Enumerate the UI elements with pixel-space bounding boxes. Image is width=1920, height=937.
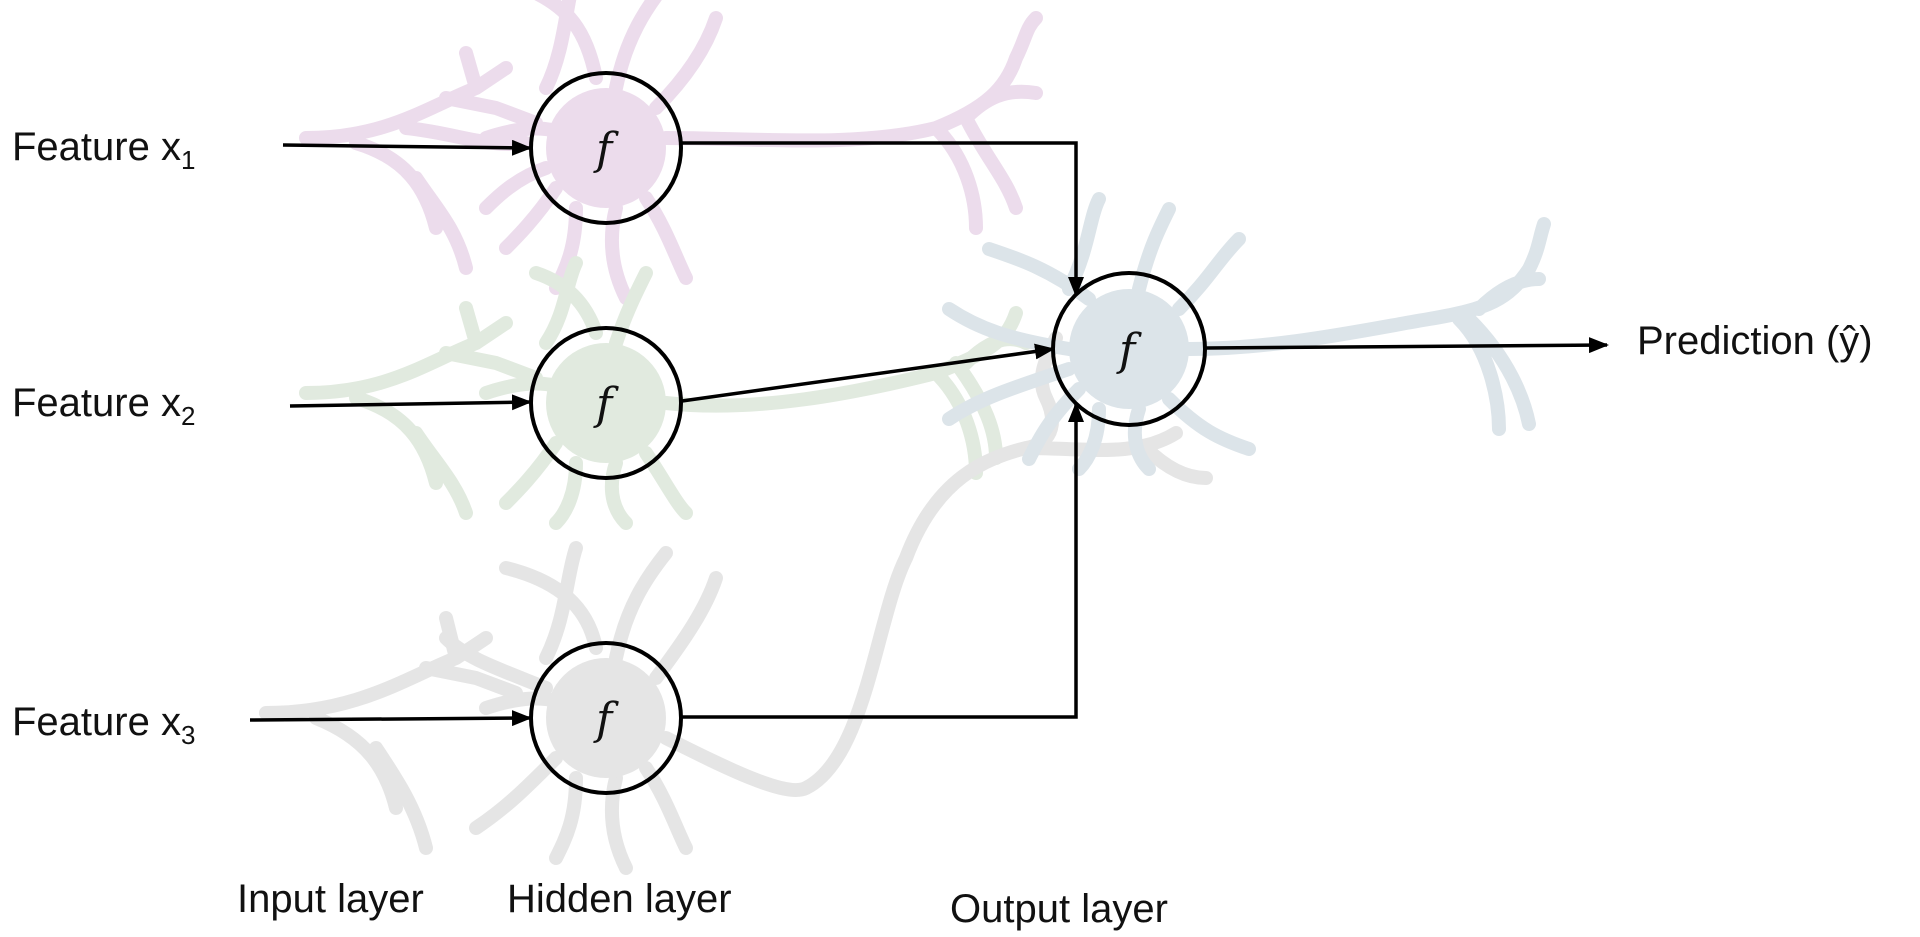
layer-label-input: Input layer	[237, 877, 424, 921]
input-label-2: Feature x2	[12, 381, 195, 431]
input-arrow-1	[282, 139, 532, 156]
input-label-1: Feature x1	[12, 125, 195, 175]
neuron-illustration-output	[942, 192, 1551, 476]
connection-hidden3-output	[682, 402, 1084, 719]
neuron-illustration-1	[299, 0, 1043, 305]
neuron-illustration-3	[259, 331, 1213, 875]
input-arrow-2	[289, 394, 532, 411]
input-arrow-3	[249, 710, 532, 727]
layer-label-hidden: Hidden layer	[507, 877, 732, 921]
connection-hidden2-output	[681, 343, 1055, 403]
layer-label-output: Output layer	[950, 887, 1168, 931]
prediction-label: Prediction (ŷ)	[1637, 319, 1873, 363]
neuron-illustration-2	[299, 256, 1033, 530]
input-label-3: Feature x3	[12, 700, 195, 750]
output-arrow	[1205, 337, 1609, 354]
connection-hidden1-output	[682, 141, 1084, 297]
